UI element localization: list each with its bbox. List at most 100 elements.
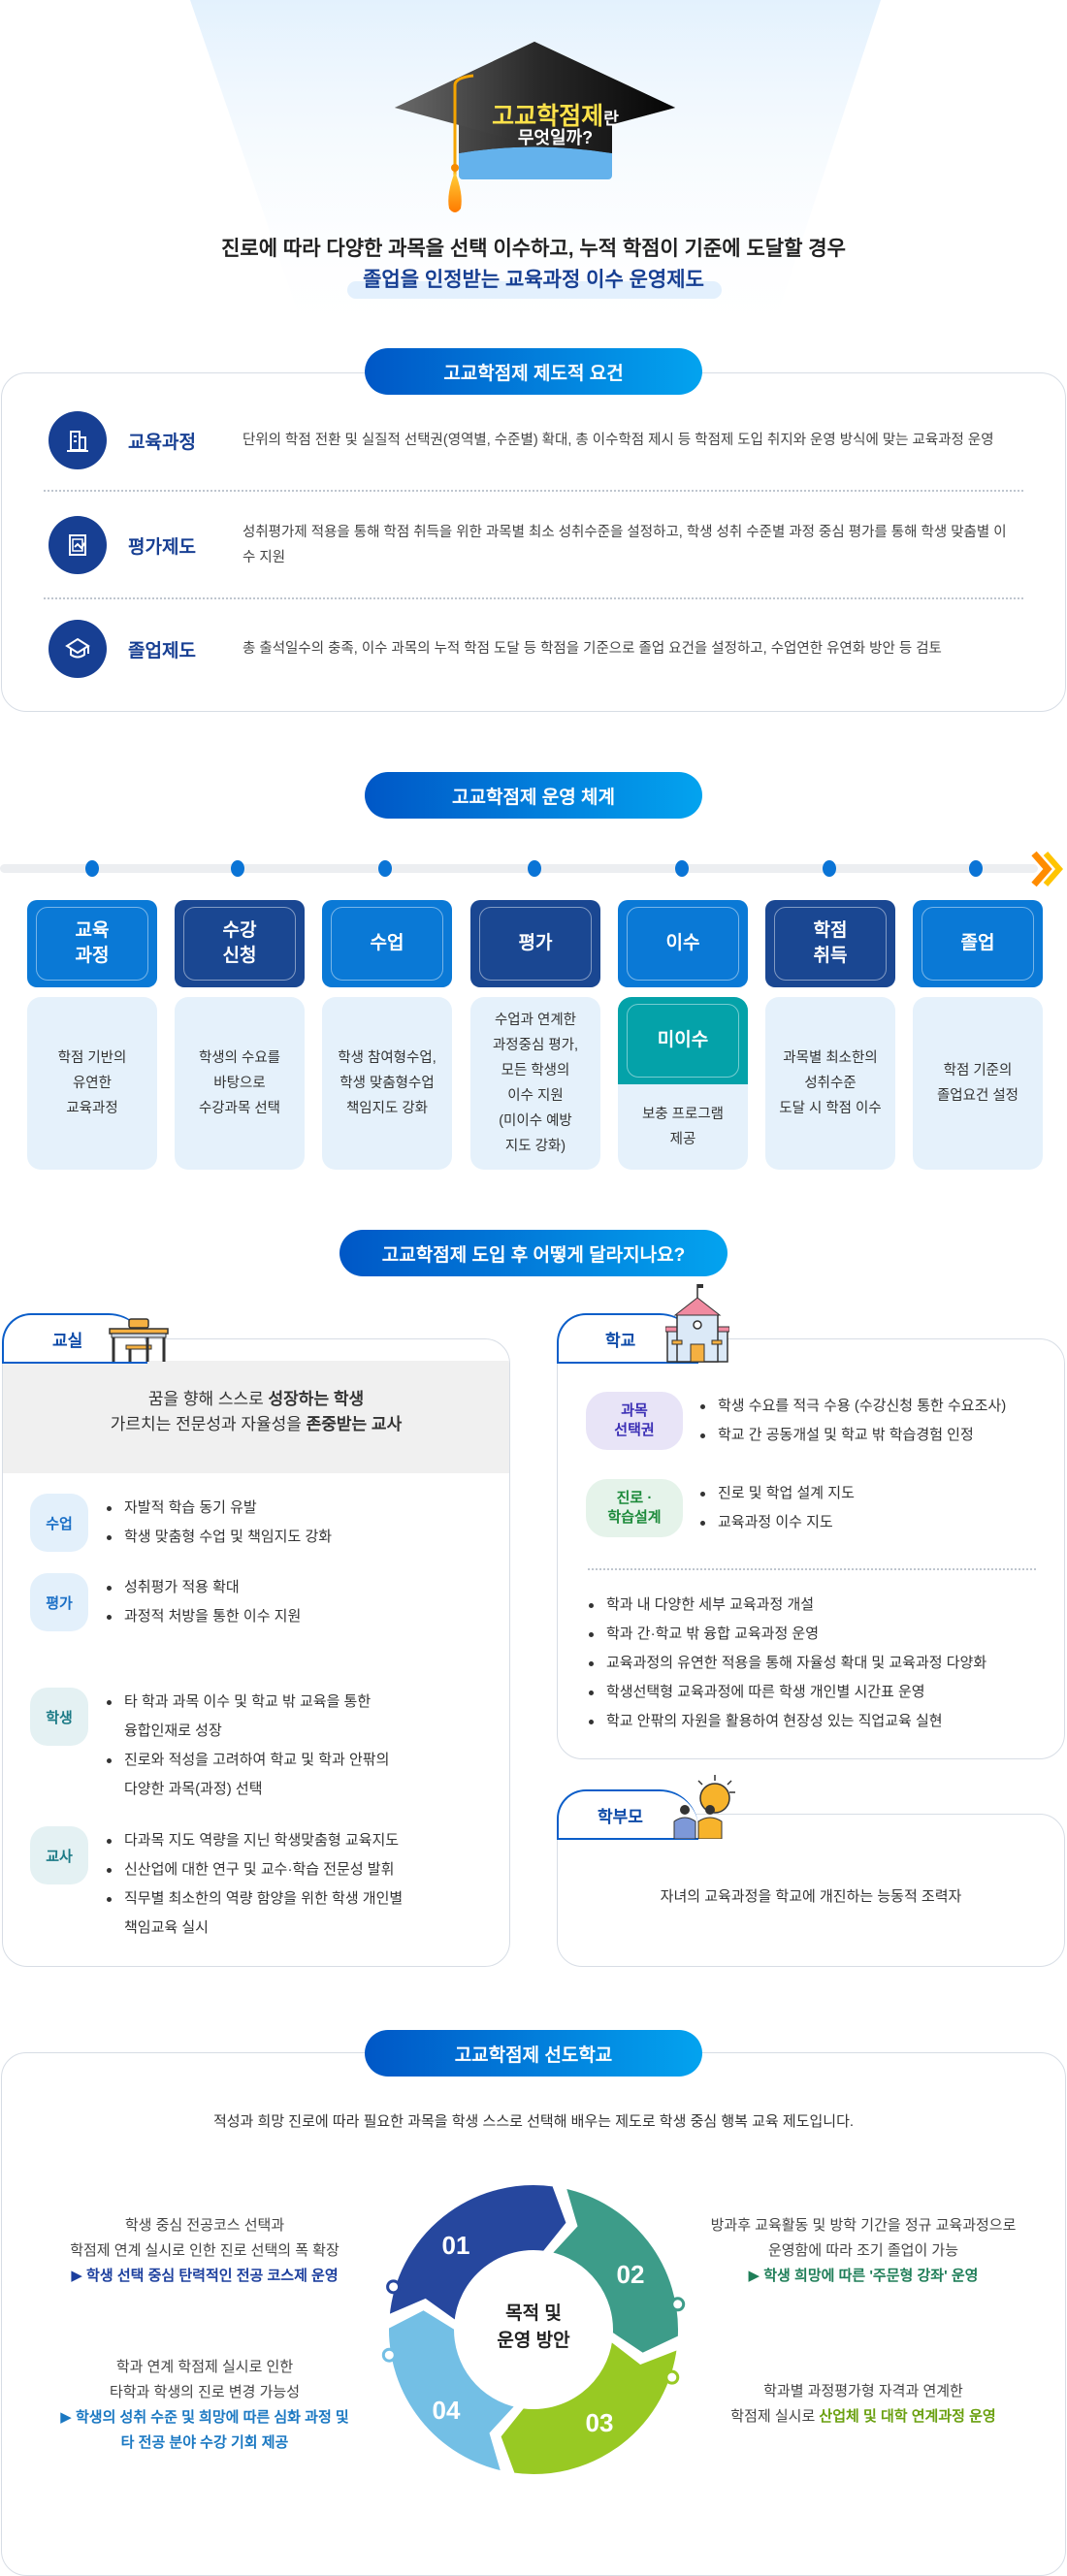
ring-number: 03 <box>586 2408 614 2437</box>
step-desc: 학점 기준의 졸업요건 설정 <box>913 997 1043 1170</box>
step-desc: 보충 프로그램 제공 <box>641 1107 725 1147</box>
requirement-label: 졸업제도 <box>128 640 196 661</box>
step-header: 수업 <box>322 900 452 987</box>
requirements-title: 고교학점제 제도적 요건 <box>365 348 702 395</box>
timeline-dot <box>528 860 541 877</box>
bullet-item: 자발적 학습 동기 유발 <box>107 1494 332 1523</box>
leading-intro: 적성과 희망 진로에 따라 필요한 과목을 학생 스스로 선택해 배우는 제도로… <box>212 2113 855 2130</box>
ring-segment-04 <box>385 2305 522 2476</box>
bullet-item: 학생 수요를 적극 수용 (수강신청 통한 수요조사) <box>700 1392 1006 1421</box>
classroom-tag: 평가 <box>30 1573 88 1631</box>
requirement-desc: 총 출석일수의 충족, 이수 과목의 누적 학점 도달 등 학점을 기준으로 졸… <box>242 641 942 657</box>
ring-center-label: 목적 및 운영 방안 <box>497 2303 570 2351</box>
step-header: 학점 취득 <box>765 900 895 987</box>
bullet-item: 성취평가 적용 확대 <box>107 1573 301 1602</box>
graduation-cap-icon <box>395 42 675 212</box>
heading-text: 꿈을 향해 스스로 <box>147 1390 269 1408</box>
hat-subtitle: 무엇일까? <box>517 128 594 147</box>
classroom-tag: 수업 <box>30 1494 88 1552</box>
purpose-line: 학점제 실시로 <box>730 2408 820 2425</box>
requirement-desc: 성취평가제 적용을 통해 학점 취득을 위한 과목별 최소 성취수준을 설정하고… <box>242 525 1007 565</box>
timeline-track <box>0 864 1038 873</box>
ring-number: 01 <box>442 2231 470 2260</box>
purpose-highlight: 타 전공 분야 수강 기회 제공 <box>120 2434 289 2451</box>
hat-title-highlight: 고교학점제 <box>492 103 604 130</box>
purpose-line: 학과 연계 학점제 실시로 인한 <box>115 2359 294 2375</box>
bullet-item: 학생 맞춤형 수업 및 책임지도 강화 <box>107 1523 332 1552</box>
requirement-graduation: 졸업제도 총 출석일수의 충족, 이수 과목의 누적 학점 도달 등 학점을 기… <box>48 620 1028 678</box>
purpose-highlight: 산업체 및 대학 연계과정 운영 <box>819 2408 996 2425</box>
divider <box>588 1568 1036 1570</box>
purpose-line: 학과별 과정평가형 자격과 연계한 <box>763 2383 963 2399</box>
ring-number: 04 <box>433 2396 461 2425</box>
step-header: 평가 <box>470 900 600 987</box>
step-header: 이수 <box>618 900 748 987</box>
requirement-label: 평가제도 <box>128 536 196 558</box>
timeline-dot <box>675 860 689 877</box>
requirement-label: 교육과정 <box>128 432 196 453</box>
desk-icon <box>109 1318 169 1362</box>
requirements-panel <box>1 372 1066 712</box>
bullet-item: 타 학과 과목 이수 및 학교 밖 교육을 통한 융합인재로 성장 <box>107 1688 389 1746</box>
bullet-item: 학교 안팎의 자원을 활용하여 현장성 있는 직업교육 실현 <box>589 1707 986 1736</box>
clipboard-icon <box>48 516 107 574</box>
step-sub-label: 미이수 <box>627 1004 739 1078</box>
purpose-01-text: 학생 중심 전공코스 선택과 학점제 연계 실시로 인한 진로 선택의 폭 확장… <box>11 2213 399 2289</box>
step-label: 수강 신청 <box>183 907 296 981</box>
step-label: 수업 <box>331 907 443 981</box>
divider <box>44 597 1023 599</box>
hat-title: 고교학점제란 <box>475 97 635 132</box>
divider <box>44 490 1023 492</box>
parents-text: 자녀의 교육과정을 학교에 개진하는 능동적 조력자 <box>660 1888 962 1905</box>
requirement-desc: 단위의 학점 전환 및 실질적 선택권(영역별, 수준별) 확대, 총 이수학점… <box>242 433 994 448</box>
step-label: 이수 <box>627 907 739 981</box>
ring-segment-03 <box>497 2335 682 2478</box>
step-label: 학점 취득 <box>774 907 887 981</box>
step-desc: 수업과 연계한 과정중심 평가, 모든 학생의 이수 지원 (미이수 예방 지도… <box>470 997 600 1170</box>
purpose-line: 방과후 교육활동 및 방학 기간을 정규 교육과정으로 <box>710 2217 1017 2234</box>
bullet-item: 학교 간 공동개설 및 학교 밖 학습경험 인정 <box>700 1421 1006 1450</box>
step-desc: 학점 기반의 유연한 교육과정 <box>27 997 157 1170</box>
bullet-item: 과정적 처방을 통한 이수 지원 <box>107 1602 301 1631</box>
bullet-item: 교육과정의 유연한 적용을 통해 자율성 확대 및 교육과정 다양화 <box>589 1649 986 1678</box>
purpose-highlight: ▶ 학생의 성취 수준 및 희망에 따른 심화 과정 및 <box>60 2409 349 2426</box>
requirement-evaluation: 평가제도 성취평가제 적용을 통해 학점 취득을 위한 과목별 최소 성취수준을… <box>48 516 1028 574</box>
requirement-curriculum: 교육과정 단위의 학점 전환 및 실질적 선택권(영역별, 수준별) 확대, 총… <box>48 411 1028 469</box>
graduation-cap-icon <box>48 620 107 678</box>
bullet-item: 직무별 최소한의 역량 함양을 위한 학생 개인별 책임교육 실시 <box>107 1884 403 1943</box>
leading-title: 고교학점제 선도학교 <box>365 2030 702 2077</box>
ring-marker-dot <box>670 2297 686 2312</box>
step-label: 교육 과정 <box>36 907 148 981</box>
parents-tab-label: 학부모 <box>598 1807 643 1826</box>
step-header: 졸업 <box>913 900 1043 987</box>
bullet-item: 진로와 적성을 고려하여 학교 및 학과 안팎의 다양한 과목(과정) 선택 <box>107 1746 389 1804</box>
purpose-04-text: 학과 연계 학점제 실시로 인한 타학과 학생의 진로 변경 가능성 ▶ 학생의… <box>11 2355 399 2456</box>
timeline-dot <box>378 860 392 877</box>
bullet-item: 진로 및 학업 설계 지도 <box>700 1479 855 1508</box>
purpose-line: 운영함에 따라 조기 졸업이 가능 <box>767 2242 959 2259</box>
timeline-dot <box>85 860 99 877</box>
purpose-line: 학점제 연계 실시로 인한 진로 선택의 폭 확장 <box>70 2242 340 2259</box>
step-desc: 과목별 최소한의 성취수준 도달 시 학점 이수 <box>765 997 895 1170</box>
step-header: 교육 과정 <box>27 900 157 987</box>
headline-highlight-bar <box>347 281 722 299</box>
chevron-right-icon <box>1031 851 1063 887</box>
classroom-heading: 꿈을 향해 스스로 성장하는 학생 가르치는 전문성과 자율성을 존중받는 교사 <box>2 1387 510 1437</box>
bullet-item: 다과목 지도 역량을 지닌 학생맞춤형 교육지도 <box>107 1826 403 1855</box>
heading-bold: 존중받는 교사 <box>306 1415 403 1433</box>
ring-number: 02 <box>617 2260 645 2289</box>
step-label: 평가 <box>479 907 592 981</box>
bullet-item: 학생선택형 교육과정에 따른 학생 개인별 시간표 운영 <box>589 1678 986 1707</box>
changes-title: 고교학점제 도입 후 어떻게 달라지나요? <box>340 1230 728 1276</box>
step-desc: 학생 참여형수업, 학생 맞춤형수업 책임지도 강화 <box>322 997 452 1170</box>
timeline-dot <box>969 860 983 877</box>
school-tag: 진로 · 학습설계 <box>586 1479 683 1537</box>
purpose-03-text: 학과별 과정평가형 자격과 연계한 학점제 실시로 산업체 및 대학 연계과정 … <box>669 2379 1057 2430</box>
system-title: 고교학점제 운영 체계 <box>365 772 702 819</box>
